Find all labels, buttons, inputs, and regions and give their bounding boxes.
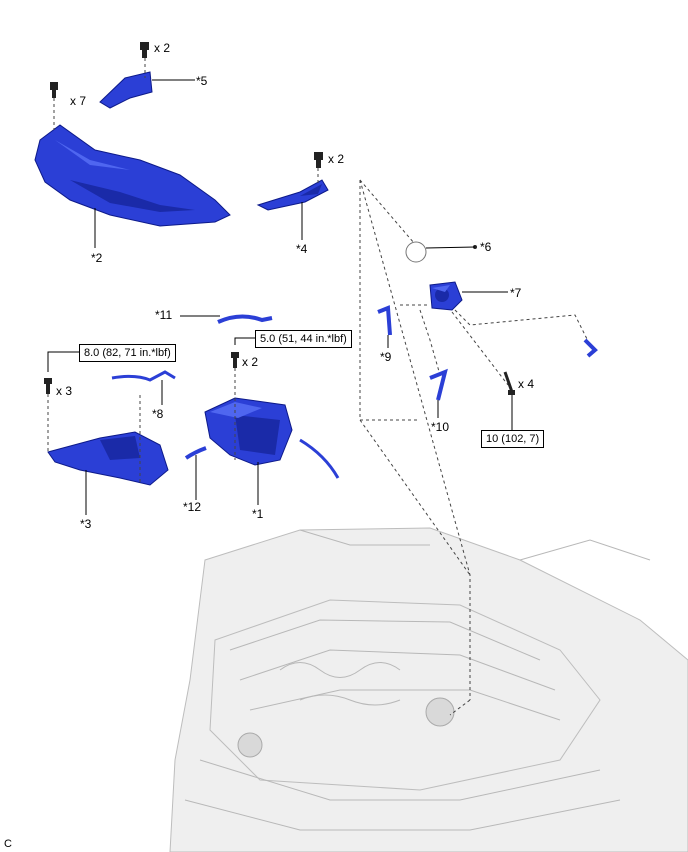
callout-part-8: *8	[152, 407, 164, 421]
hose-end-icon	[583, 338, 598, 358]
callout-part-6: *6	[480, 240, 492, 254]
leader-torque-tank	[234, 337, 256, 345]
callout-part-3: *3	[80, 517, 92, 531]
radiator-cover-part-2	[34, 124, 231, 227]
vehicle-engine-bay-illustration	[169, 527, 688, 852]
callout-part-11: *11	[155, 308, 173, 322]
quantity-bolts-tank: x 2	[242, 355, 259, 369]
figure-code: C	[4, 838, 12, 850]
clip-icon	[140, 42, 149, 58]
callout-part-5: *5	[196, 74, 208, 88]
hose-part-11	[217, 314, 273, 324]
bolt-icon	[503, 371, 515, 395]
hose-part-9	[377, 305, 392, 336]
leader-part-6	[425, 246, 476, 249]
callout-part-10: *10	[431, 420, 450, 434]
detail-boundary-line	[359, 179, 421, 421]
callout-part-12: *12	[183, 500, 202, 514]
bracket-part-3	[47, 431, 169, 486]
bracket-part-5	[99, 71, 153, 109]
callout-part-7: *7	[510, 286, 522, 300]
hose-part-10	[429, 368, 448, 401]
clip-icon	[314, 152, 323, 168]
washer-tank-part-1	[204, 397, 340, 479]
clip-icon	[50, 82, 58, 98]
quantity-clips-top: x 2	[154, 41, 171, 55]
callout-part-2: *2	[91, 251, 103, 265]
side-cover-part-4	[256, 179, 329, 211]
quantity-bolts-bracket: x 3	[56, 384, 73, 398]
quantity-clips-left: x 7	[70, 94, 87, 108]
harness-part-8	[111, 370, 176, 382]
seal-ring-part-6	[405, 241, 427, 263]
torque-spec-bracket-bolts: 8.0 (82, 71 in.*lbf)	[79, 344, 176, 362]
callout-part-1: *1	[252, 507, 264, 521]
motor-leader	[400, 304, 591, 386]
leader-torque-bracket	[47, 351, 80, 372]
quantity-bolts-pump: x 4	[518, 377, 535, 391]
torque-spec-tank-bolts: 5.0 (51, 44 in.*lbf)	[255, 330, 352, 348]
hose-part-12	[184, 446, 207, 460]
quantity-clips-right: x 2	[328, 152, 345, 166]
torque-spec-pump-bolts: 10 (102, 7)	[481, 430, 545, 448]
callout-part-9: *9	[380, 350, 392, 364]
washer-motor-part-7	[429, 281, 463, 311]
bolt-icon	[231, 352, 239, 368]
bolt-icon	[44, 378, 52, 394]
callout-part-4: *4	[296, 242, 308, 256]
